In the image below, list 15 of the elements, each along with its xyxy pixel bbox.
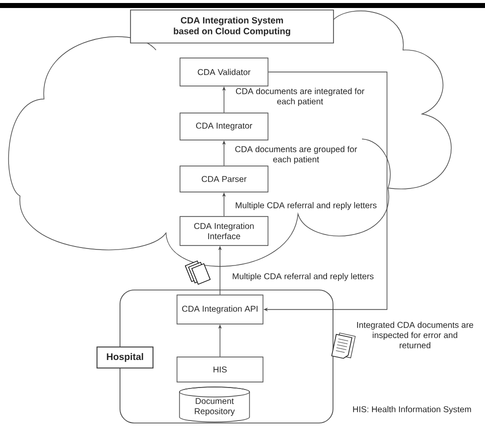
edge-label: CDA documents are integrated for each patient — [236, 88, 364, 106]
process-box: CDA Validator — [180, 58, 268, 86]
process-box: HIS — [176, 356, 264, 382]
process-box: CDA Parser — [180, 166, 268, 192]
process-box: CDA Integrator — [180, 112, 268, 140]
title-box: CDA Integration System based on Cloud Computing — [130, 10, 334, 44]
abbreviation-note: HIS: Health Information System — [353, 406, 471, 414]
edge-label: CDA documents are grouped for each patient — [235, 146, 357, 164]
edge-label: Multiple CDA referral and reply letters — [236, 202, 377, 210]
frame-label: Hospital — [96, 346, 154, 368]
process-box: CDA Integration Interface — [180, 216, 268, 246]
edge-label: Integrated CDA documents are inspected for error and returned — [357, 322, 474, 348]
process-box: CDA Integration API — [176, 294, 264, 324]
database-cylinder: Document Repository — [179, 386, 250, 422]
edge-label: Multiple CDA referral and reply letters — [232, 273, 374, 281]
